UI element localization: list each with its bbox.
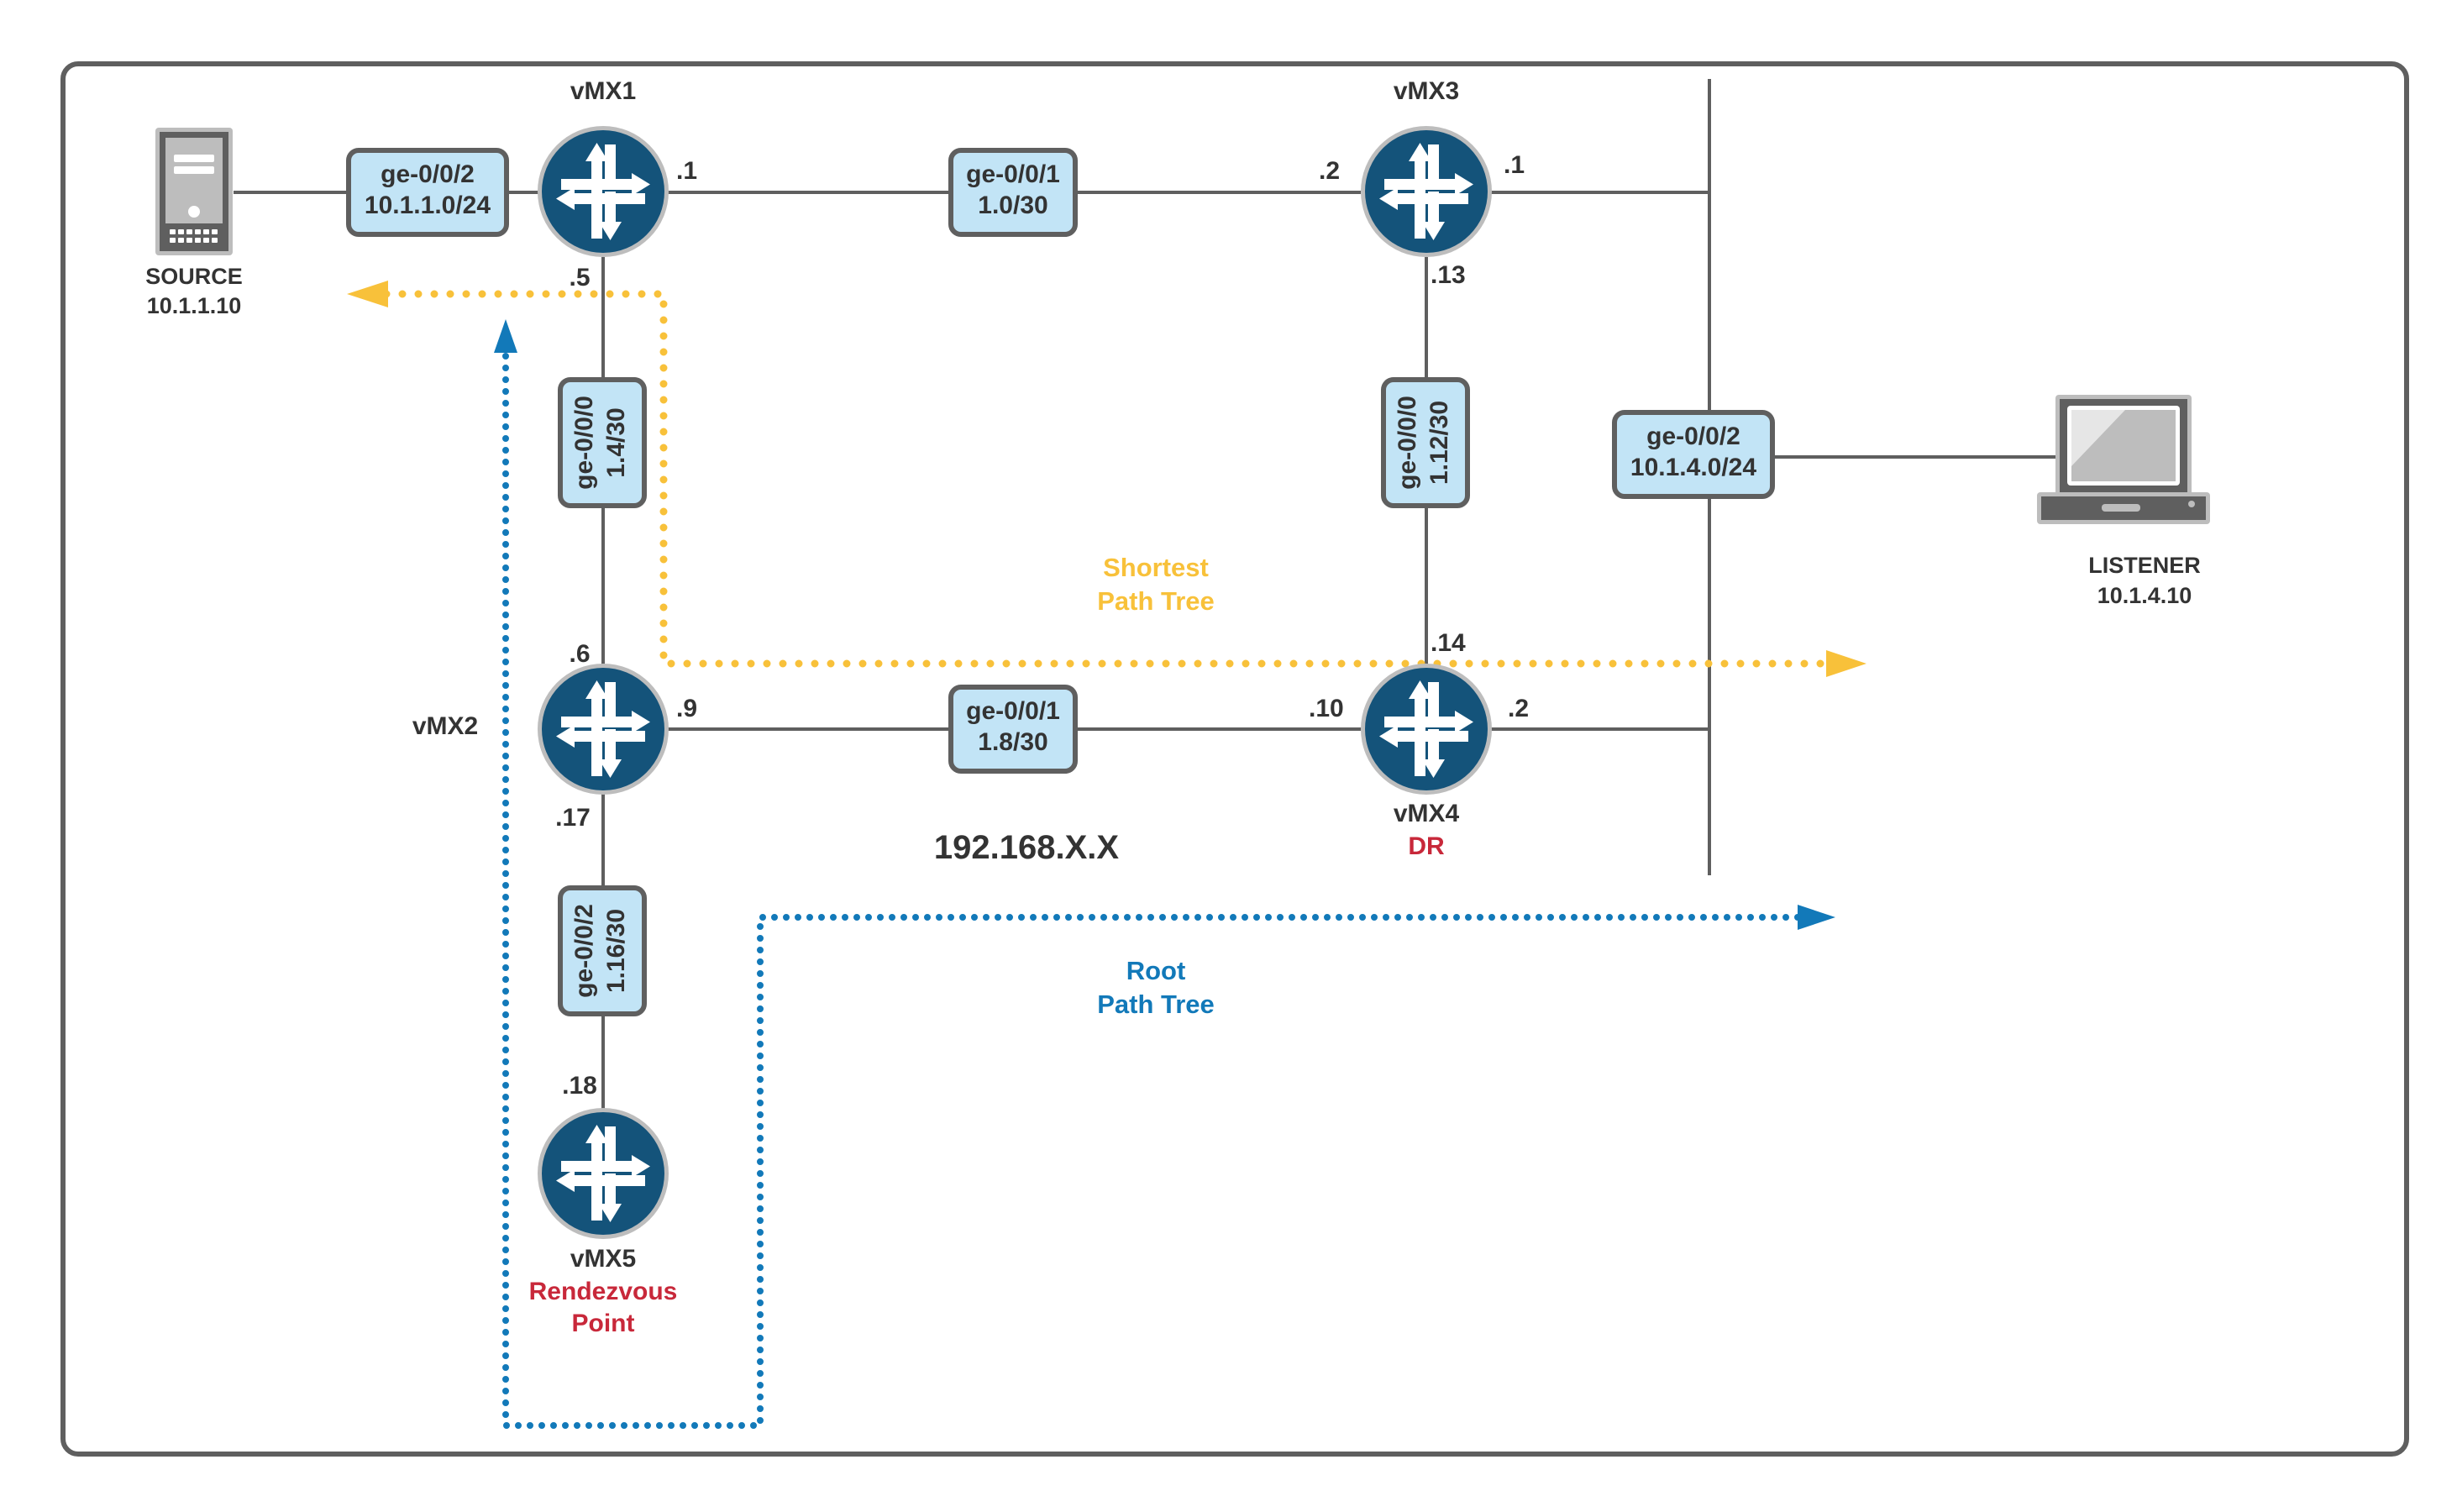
rpt-path bbox=[502, 351, 1801, 1429]
router-name-vmx2: vMX2 bbox=[412, 712, 478, 740]
addr-vmx4-west: .10 bbox=[1309, 695, 1344, 722]
router-name-vmx1: vMX1 bbox=[570, 77, 636, 105]
interface-box-lan-listener[interactable]: ge-0/0/2 10.1.4.0/24 bbox=[1612, 410, 1775, 499]
interface-subnet: 1.16/30 bbox=[602, 909, 630, 993]
interface-subnet: 1.0/30 bbox=[978, 192, 1047, 219]
router-vmx4[interactable] bbox=[1361, 664, 1492, 795]
source-ip: 10.1.1.10 bbox=[147, 293, 242, 318]
router-name-vmx5: vMX5 bbox=[570, 1245, 636, 1273]
interface-name: ge-0/0/2 bbox=[570, 904, 598, 998]
legend-spt-line1: Shortest bbox=[1103, 553, 1209, 582]
addr-vmx3-south: .13 bbox=[1431, 261, 1466, 289]
interface-box-vmx1-vmx2[interactable]: ge-0/0/0 1.4/30 bbox=[558, 377, 647, 508]
addr-vmx2-north: .6 bbox=[569, 640, 590, 668]
addr-vmx4-north: .14 bbox=[1431, 629, 1466, 657]
interface-box-vmx3-vmx4[interactable]: ge-0/0/0 1.12/30 bbox=[1381, 377, 1470, 508]
interface-name: ge-0/0/2 bbox=[381, 160, 475, 188]
interface-subnet: 10.1.4.0/24 bbox=[1630, 454, 1756, 481]
interface-box-src-vmx1[interactable]: ge-0/0/2 10.1.1.0/24 bbox=[346, 148, 509, 237]
addr-vmx3-west: .2 bbox=[1319, 157, 1340, 185]
interface-subnet: 10.1.1.0/24 bbox=[365, 192, 491, 219]
listener-name: LISTENER bbox=[2088, 553, 2201, 578]
interface-name: ge-0/0/1 bbox=[966, 160, 1060, 188]
spt-arrowhead-right bbox=[1826, 650, 1866, 677]
subnet-label: 192.168.X.X bbox=[934, 829, 1119, 866]
diagram-frame bbox=[60, 61, 2409, 1457]
router-role-vmx5-line2: Point bbox=[572, 1310, 635, 1337]
interface-name: ge-0/0/0 bbox=[570, 396, 598, 490]
interface-name: ge-0/0/2 bbox=[1646, 423, 1740, 450]
spt-path bbox=[382, 290, 1835, 668]
rpt-arrowhead-up bbox=[494, 319, 517, 353]
spt-arrowhead-left bbox=[347, 281, 388, 307]
addr-vmx5-north: .18 bbox=[562, 1072, 597, 1100]
source-name: SOURCE bbox=[145, 264, 243, 289]
interface-name: ge-0/0/0 bbox=[1394, 396, 1421, 490]
addr-vmx1-south: .5 bbox=[569, 264, 590, 291]
laptop-icon[interactable] bbox=[2037, 395, 2210, 524]
listener-ip: 10.1.4.10 bbox=[2097, 583, 2192, 608]
interface-box-vmx1-vmx3[interactable]: ge-0/0/1 1.0/30 bbox=[948, 148, 1078, 237]
legend-rpt-line1: Root bbox=[1126, 956, 1186, 985]
shortest-path-tree bbox=[347, 281, 1866, 677]
router-role-vmx4: DR bbox=[1408, 832, 1445, 860]
interface-subnet: 1.12/30 bbox=[1425, 401, 1453, 485]
router-vmx1[interactable] bbox=[538, 126, 669, 257]
addr-vmx2-east: .9 bbox=[676, 695, 697, 722]
rpt-arrowhead-right bbox=[1798, 905, 1835, 930]
addr-vmx2-south: .17 bbox=[555, 804, 591, 832]
server-icon[interactable] bbox=[155, 128, 233, 255]
interface-box-vmx2-vmx5[interactable]: ge-0/0/2 1.16/30 bbox=[558, 885, 647, 1016]
router-vmx5[interactable] bbox=[538, 1108, 669, 1239]
root-path-tree bbox=[494, 319, 1835, 1429]
router-vmx3[interactable] bbox=[1361, 126, 1492, 257]
router-name-vmx4: vMX4 bbox=[1394, 800, 1460, 827]
addr-vmx4-east: .2 bbox=[1508, 695, 1529, 722]
router-role-vmx5-line1: Rendezvous bbox=[529, 1278, 678, 1305]
interface-subnet: 1.4/30 bbox=[602, 407, 630, 477]
addr-vmx3-east: .1 bbox=[1504, 151, 1525, 179]
interface-subnet: 1.8/30 bbox=[978, 728, 1047, 756]
legend-spt-line2: Path Tree bbox=[1097, 586, 1215, 616]
interface-box-vmx2-vmx4[interactable]: ge-0/0/1 1.8/30 bbox=[948, 685, 1078, 774]
router-vmx2[interactable] bbox=[538, 664, 669, 795]
interface-name: ge-0/0/1 bbox=[966, 697, 1060, 725]
legend-rpt-line2: Path Tree bbox=[1097, 990, 1215, 1019]
router-name-vmx3: vMX3 bbox=[1394, 77, 1459, 105]
addr-vmx1-east: .1 bbox=[676, 157, 697, 185]
